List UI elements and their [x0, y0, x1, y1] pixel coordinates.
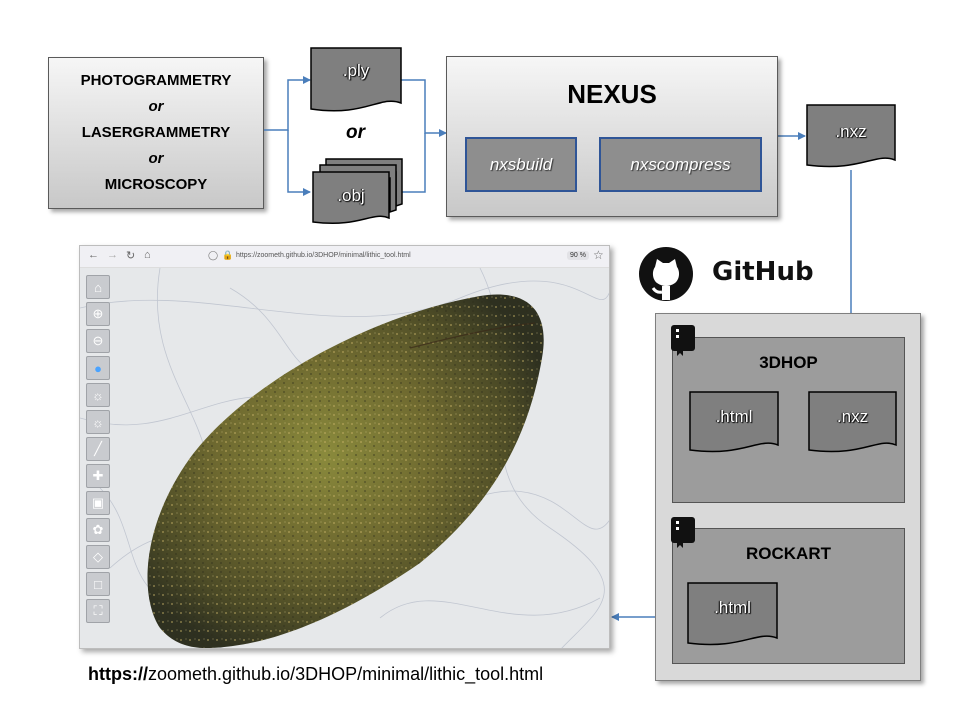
- zoom-badge[interactable]: 90 %: [567, 251, 589, 260]
- source-photogrammetry: PHOTOGRAMMETRY: [80, 72, 232, 89]
- source-or-1: or: [148, 98, 164, 115]
- repo-3dhop-icon: [667, 323, 699, 357]
- ply-label: .ply: [342, 61, 370, 80]
- forward-icon[interactable]: →: [107, 249, 118, 261]
- nxz-document-icon: [806, 104, 896, 168]
- select-icon[interactable]: □: [86, 572, 110, 596]
- home-nav-icon[interactable]: ⌂: [144, 249, 151, 261]
- source-microscopy: MICROSCOPY: [104, 176, 208, 193]
- url-caption[interactable]: https://zoometh.github.io/3DHOP/minimal/…: [88, 664, 543, 685]
- github-logo: [638, 246, 694, 302]
- box-icon[interactable]: ▣: [86, 491, 110, 515]
- ply-document-icon: [310, 47, 402, 112]
- repository-book-icon: [671, 325, 695, 356]
- browser-window: ← → ↻ ⌂ ◯ 🔒 https://zoometh.github.io/3D…: [79, 245, 610, 649]
- rockart-html-label: .html: [714, 598, 751, 617]
- section-icon[interactable]: ✚: [86, 464, 110, 488]
- 3dhop-html-file: .html: [689, 391, 779, 457]
- nxscompress-box: nxscompress: [599, 137, 762, 192]
- bookmark-star-icon[interactable]: ☆: [593, 248, 604, 262]
- source-box: PHOTOGRAMMETRY or LASERGRAMMETRY or MICR…: [48, 57, 264, 209]
- fullscreen-icon[interactable]: ⛶: [86, 599, 110, 623]
- nxsbuild-box: nxsbuild: [465, 137, 577, 192]
- light-add-icon[interactable]: ☼: [86, 410, 110, 434]
- back-icon[interactable]: ←: [88, 249, 99, 261]
- 3dhop-nxz-label: .nxz: [836, 407, 869, 426]
- shield-icon: ◯: [208, 250, 219, 260]
- 3dhop-html-label: .html: [715, 407, 753, 426]
- zoom-in-icon[interactable]: ⊕: [86, 302, 110, 326]
- url-field[interactable]: https://zoometh.github.io/3DHOP/minimal/…: [236, 252, 411, 259]
- zoom-out-icon[interactable]: ⊖: [86, 329, 110, 353]
- nexus-box: NEXUS nxsbuild nxscompress: [446, 56, 778, 217]
- github-octocat-icon: [639, 247, 693, 301]
- github-label: GitHub: [712, 257, 814, 287]
- measure-icon[interactable]: ╱: [86, 437, 110, 461]
- 3d-viewport[interactable]: ⌂ ⊕ ⊖ ● ☼ ☼ ╱ ✚ ▣ ✿ ◇ □ ⛶: [80, 268, 609, 648]
- url-caption-path: zoometh.github.io/3DHOP/minimal/lithic_t…: [148, 664, 544, 684]
- nexus-title: NEXUS: [567, 79, 657, 109]
- home-icon[interactable]: ⌂: [86, 275, 110, 299]
- html-document-icon: [689, 391, 779, 453]
- lithic-tool-model: [147, 294, 544, 648]
- rockart-html-file: .html: [687, 582, 778, 650]
- nxz-output-label: .nxz: [835, 122, 867, 141]
- obj-label: .obj: [337, 186, 365, 205]
- source-lasergrammetry: LASERGRAMMETRY: [81, 124, 231, 141]
- obj-files: .obj: [312, 158, 404, 228]
- ply-file: .ply: [310, 47, 402, 117]
- browser-toolbar: ← → ↻ ⌂ ◯ 🔒 https://zoometh.github.io/3D…: [80, 246, 609, 268]
- or-label: or: [346, 122, 365, 143]
- reload-icon[interactable]: ↻: [126, 250, 136, 262]
- obj-document-stack-icon: [312, 158, 403, 224]
- repository-book-icon: [671, 517, 695, 548]
- nxz-output-file: .nxz: [806, 104, 896, 172]
- 3dhop-nxz-file: .nxz: [808, 391, 897, 457]
- source-or-2: or: [148, 150, 164, 167]
- url-caption-scheme: https://: [88, 664, 148, 684]
- pick-icon[interactable]: ●: [86, 356, 110, 380]
- repo-rockart-icon: [667, 515, 699, 549]
- nxz-document-icon: [808, 391, 897, 453]
- palette-icon[interactable]: ✿: [86, 518, 110, 542]
- repo-3dhop-title: 3DHOP: [759, 353, 818, 372]
- repo-rockart-title: ROCKART: [746, 544, 831, 563]
- lock-icon: 🔒: [222, 250, 234, 260]
- html-document-icon: [687, 582, 778, 646]
- light-icon[interactable]: ☼: [86, 383, 110, 407]
- cube-icon[interactable]: ◇: [86, 545, 110, 569]
